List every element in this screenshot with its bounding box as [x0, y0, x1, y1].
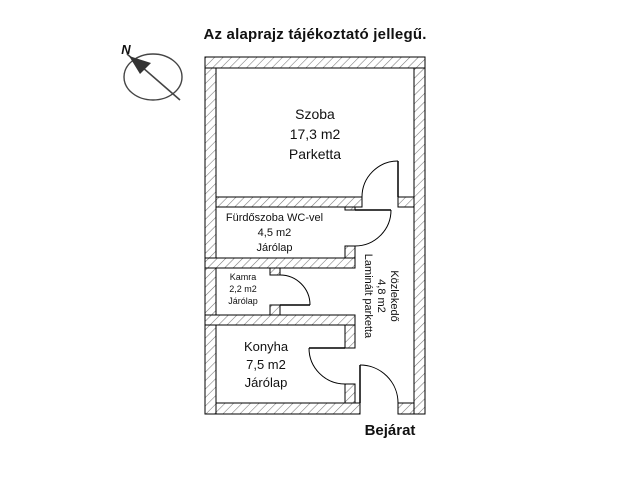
wall-pantry-right-2: [269, 304, 281, 316]
door-furdoszoba: [354, 209, 392, 247]
door-kamra: [279, 274, 311, 306]
room-name: Konyha: [243, 339, 289, 354]
room-floor: Járólap: [244, 375, 288, 390]
wall-corridor-left-1: [344, 206, 356, 211]
door-bejarat: [359, 364, 399, 404]
compass-needle: [129, 56, 151, 74]
room-name: Kamra: [229, 272, 257, 282]
wall-bathroom-bottom: [204, 257, 356, 269]
wall-kitchen-top: [204, 314, 356, 326]
room-area: 2,2 m2: [229, 284, 257, 294]
wall-szoba-bottom-b: [397, 196, 415, 208]
wall-szoba-bottom-a: [215, 196, 363, 208]
room-area: 17,3 m2: [289, 126, 341, 142]
room-floor: Járólap: [228, 296, 258, 306]
wall-corridor-left-2: [344, 245, 356, 259]
wall-outer-bottom-b: [397, 402, 415, 415]
room-name: Szoba: [295, 106, 335, 122]
door-szoba: [361, 160, 399, 198]
compass-north-label: N: [121, 42, 131, 57]
room-label-kamra: Kamra 2,2 m2 Járólap: [216, 271, 270, 307]
room-label-konyha: Konyha 7,5 m2 Járólap: [216, 338, 316, 392]
room-floor: Járólap: [256, 242, 293, 254]
door-konyha: [308, 347, 346, 385]
wall-pantry-right-1: [269, 267, 281, 276]
wall-corridor-left-4: [344, 383, 356, 404]
doors: [279, 160, 399, 404]
wall-outer-right: [413, 67, 426, 415]
entrance-label: Bejárat: [364, 422, 416, 439]
room-name: Közlekedő: [388, 270, 400, 322]
wall-corridor-left-3: [344, 324, 356, 349]
wall-outer-top: [204, 56, 426, 69]
compass-icon: [123, 53, 183, 101]
room-area: 7,5 m2: [246, 357, 286, 372]
room-floor: Parketta: [288, 146, 342, 162]
wall-outer-bottom-a: [215, 402, 361, 415]
room-floor: Laminált parketta: [362, 253, 374, 339]
room-label-szoba: Szoba 17,3 m2 Parketta: [230, 104, 400, 164]
room-name: Fürdőszoba WC-vel: [225, 212, 324, 224]
wall-outer-left: [204, 67, 217, 415]
room-label-kozlekedo: Közlekedő 4,8 m2 Laminált parketta: [360, 231, 400, 361]
room-area: 4,8 m2: [375, 279, 387, 313]
walls: [204, 56, 426, 415]
room-area: 4,5 m2: [257, 227, 292, 239]
page-title: Az alaprajz tájékoztató jellegű.: [203, 26, 427, 43]
room-label-furdoszoba: Fürdőszoba WC-vel 4,5 m2 Járólap: [212, 211, 337, 256]
